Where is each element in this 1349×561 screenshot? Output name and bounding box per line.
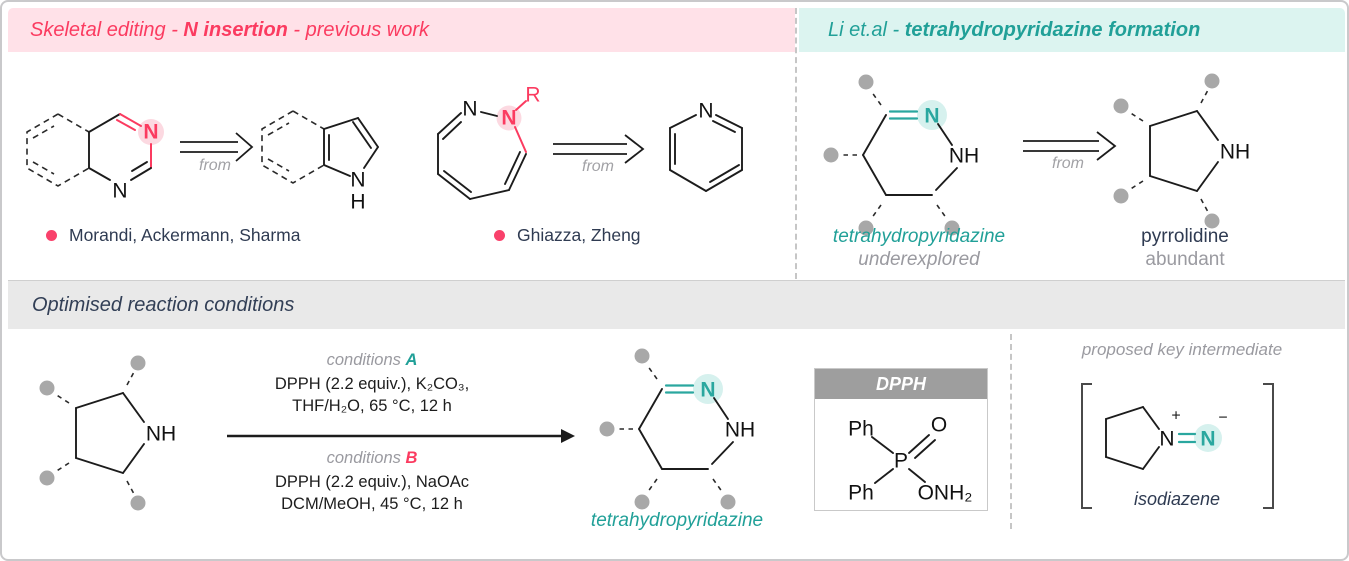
diazepine-structure: N N R <box>437 84 541 200</box>
starting-material-pyrrolidine-structure: NH <box>39 355 176 511</box>
diazepine-left-nitrogen-label: N <box>462 98 477 121</box>
dpph-bonds <box>871 434 936 484</box>
conditions-b-label: conditions <box>326 449 406 467</box>
right-bracket <box>1263 383 1274 509</box>
thp-bonds <box>599 348 736 510</box>
pyridine-nitrogen-label: N <box>698 100 713 123</box>
li-etal-title-bold: tetrahydropyridazine formation <box>904 19 1201 41</box>
pyrrolidine-bonds <box>39 355 146 511</box>
minus-charge-label: − <box>1218 410 1227 427</box>
isodiazene-ring-nitrogen-label: N <box>1159 428 1174 451</box>
plus-charge-label: + <box>1171 408 1180 425</box>
pyridine-bonds <box>669 114 743 192</box>
previous-work-header: Skeletal editing - N insertion - previou… <box>8 8 795 52</box>
pyrrolidine-name-label: pyrrolidine <box>1141 226 1229 247</box>
diazepine-bonds <box>437 100 527 200</box>
pink-highlight-circle <box>496 105 522 131</box>
pyrrolidine-note-label: abundant <box>1145 249 1225 270</box>
intermediate-caption: proposed key intermediate <box>1081 340 1283 359</box>
pink-bullet-icon <box>46 230 57 241</box>
authors-previous-work-1: Morandi, Ackermann, Sharma <box>46 225 301 246</box>
product-tetrahydropyridazine-structure: N NH <box>599 348 755 510</box>
li-etal-title-pre: Li et.al - <box>828 19 905 41</box>
teal-highlight-circle <box>1194 424 1222 452</box>
thp-teal-nitrogen-label: N <box>924 105 939 128</box>
conditions-a-line2: THF/H₂O, 65 °C, 12 h <box>292 397 452 415</box>
from-label-1: from <box>199 157 231 174</box>
retrosynthesis-arrow-icon <box>1023 131 1117 161</box>
isodiazene-name-label: isodiazene <box>1134 489 1220 509</box>
conditions-b-line1: DPPH (2.2 equiv.), NaOAc <box>274 473 470 491</box>
previous-work-title-pre: Skeletal editing - <box>30 19 184 41</box>
product-name-label: tetrahydropyridazine <box>590 510 764 531</box>
left-bracket <box>1081 383 1092 509</box>
quinazoline-inserted-nitrogen-label: N <box>143 121 158 144</box>
isodiazene-terminal-nitrogen-label: N <box>1200 428 1215 451</box>
substituent-dots <box>599 348 736 510</box>
pyridine-structure: N <box>669 100 743 192</box>
product-nh-label: NH <box>725 419 755 442</box>
optimised-conditions-title: Optimised reaction conditions <box>32 294 295 316</box>
authors-previous-work-2: Ghiazza, Zheng <box>494 225 641 246</box>
thp-name-label: tetrahydropyridazine <box>832 226 1006 247</box>
indole-nitrogen-label: N <box>350 169 365 192</box>
substituent-dots <box>1113 73 1220 229</box>
li-etal-header: Li et.al - tetrahydropyridazine formatio… <box>799 8 1345 52</box>
diazepine-inserted-nitrogen-label: N <box>501 107 516 130</box>
pink-bullet-icon <box>494 230 505 241</box>
previous-work-title-post: - previous work <box>287 19 430 41</box>
quinazoline-ring-nitrogen-label: N <box>112 180 127 203</box>
previous-work-title-bold: N insertion <box>183 19 288 41</box>
isodiazene-bonds <box>1105 406 1222 470</box>
indole-nh-hydrogen-label: H <box>350 191 365 214</box>
bottom-panel-divider <box>1010 334 1012 529</box>
diazepine-r-group-label: R <box>525 84 540 107</box>
dpph-ph-top-label: Ph <box>848 418 874 441</box>
indole-bonds <box>261 110 379 184</box>
dpph-onh2-label: ONH₂ <box>918 482 973 505</box>
optimised-conditions-header: Optimised reaction conditions <box>8 280 1345 329</box>
pink-highlight-circle <box>138 119 164 145</box>
thp-nh-label: NH <box>949 145 979 168</box>
conditions-b-line2: DCM/MeOH, 45 °C, 12 h <box>281 495 463 513</box>
conditions-b-letter: B <box>405 449 418 467</box>
from-label-3: from <box>1052 155 1084 172</box>
dpph-phosphorus-label: P <box>894 450 908 473</box>
retrosynthesis-arrow-icon <box>553 134 645 164</box>
dpph-structure: Ph O P Ph ONH₂ <box>848 414 973 505</box>
conditions-a-block: conditions A DPPH (2.2 equiv.), K₂CO₃, T… <box>222 351 522 417</box>
teal-highlight-circle <box>693 374 723 404</box>
dpph-oxygen-label: O <box>931 414 947 437</box>
sm-nh-label: NH <box>146 423 176 446</box>
indole-structure: N H <box>261 110 379 214</box>
top-panel-divider <box>795 8 797 279</box>
retrosynthesis-arrow-icon <box>180 132 254 162</box>
tetrahydropyridazine-structure: N NH <box>823 74 979 236</box>
dpph-reagent-box: DPPH Ph O P Ph ONH₂ <box>814 368 988 511</box>
conditions-a-letter: A <box>405 351 418 369</box>
teal-highlight-circle <box>917 100 947 130</box>
isodiazene-intermediate-structure: N + N − isodiazene <box>1081 383 1274 509</box>
reaction-arrow-icon <box>227 429 575 443</box>
pyrrolidine-structure: NH <box>1113 73 1250 229</box>
authors-2-text: Ghiazza, Zheng <box>517 225 641 245</box>
pyrrolidine-bonds <box>1113 73 1220 229</box>
quinazoline-bonds <box>26 113 164 187</box>
substituent-dots <box>823 74 960 236</box>
authors-1-text: Morandi, Ackermann, Sharma <box>69 225 301 245</box>
dpph-box-title: DPPH <box>815 369 987 399</box>
substituent-dots <box>39 355 146 511</box>
dpph-ph-bottom-label: Ph <box>848 482 874 505</box>
pyrrolidine-nh-label: NH <box>1220 141 1250 164</box>
thp-bonds <box>823 74 960 236</box>
conditions-b-block: conditions B DPPH (2.2 equiv.), NaOAc DC… <box>222 449 522 515</box>
conditions-a-label: conditions <box>326 351 406 369</box>
conditions-a-line1: DPPH (2.2 equiv.), K₂CO₃, <box>274 375 470 393</box>
thp-note-label: underexplored <box>858 249 980 270</box>
product-teal-nitrogen-label: N <box>700 379 715 402</box>
quinazoline-structure: N N <box>26 113 164 203</box>
from-label-2: from <box>582 158 614 175</box>
